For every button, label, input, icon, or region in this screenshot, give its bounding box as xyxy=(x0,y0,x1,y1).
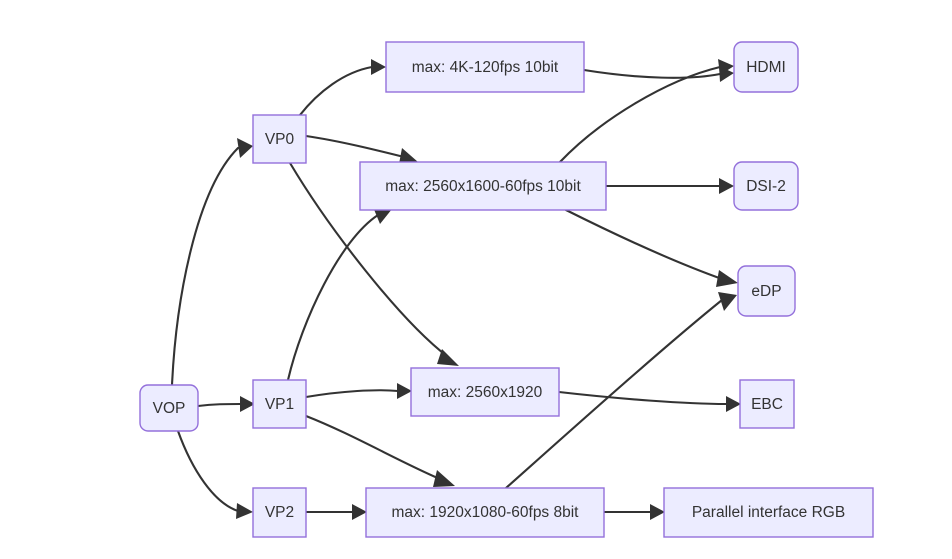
edge-cap2560x1600-hdmi xyxy=(558,59,734,164)
node-max-4k-120fps-10bit-label: max: 4K-120fps 10bit xyxy=(412,59,559,76)
node-hdmi[interactable]: HDMI xyxy=(733,41,799,93)
edge-vp0-cap2560x1600 xyxy=(304,134,418,164)
node-parallel-interface-rgb-label: Parallel interface RGB xyxy=(692,504,845,521)
node-hdmi-label: HDMI xyxy=(746,59,786,76)
node-dsi-2[interactable]: DSI-2 xyxy=(733,161,799,211)
edge-cap1920x1080-edp xyxy=(504,292,737,490)
node-parallel-interface-rgb[interactable]: Parallel interface RGB xyxy=(663,487,874,538)
node-layer: VOP VP0 VP1 VP2 max: 4K-120fps 10bit max… xyxy=(139,41,874,538)
node-vop[interactable]: VOP xyxy=(139,384,199,432)
edge-vp1-cap1920x1080 xyxy=(304,414,455,487)
node-max-1920x1080-60fps-8bit[interactable]: max: 1920x1080-60fps 8bit xyxy=(365,487,605,538)
edge-cap2560x1600-dsi2 xyxy=(604,178,734,194)
edge-layer xyxy=(170,59,741,520)
edge-cap2560x1920-ebc xyxy=(557,390,741,412)
node-max-2560x1920[interactable]: max: 2560x1920 xyxy=(410,367,560,417)
edge-vp0-cap4k xyxy=(298,59,386,117)
node-vp1[interactable]: VP1 xyxy=(252,379,307,429)
node-dsi-2-label: DSI-2 xyxy=(746,178,786,195)
edge-vp1-cap2560x1600 xyxy=(286,207,392,382)
edge-cap2560x1600-edp xyxy=(564,208,738,287)
node-edp[interactable]: eDP xyxy=(737,265,796,317)
edge-vp1-cap2560x1920 xyxy=(304,383,412,399)
node-vp2-label: VP2 xyxy=(265,504,294,521)
edge-vp0-cap2560x1920 xyxy=(288,161,459,366)
edge-vop-vp0 xyxy=(170,138,253,387)
node-max-2560x1600-60fps-10bit-label: max: 2560x1600-60fps 10bit xyxy=(385,178,581,195)
node-max-4k-120fps-10bit[interactable]: max: 4K-120fps 10bit xyxy=(385,41,585,93)
node-vp0[interactable]: VP0 xyxy=(252,114,307,164)
node-ebc-label: EBC xyxy=(751,396,783,413)
edge-vop-vp2 xyxy=(176,429,253,519)
node-ebc[interactable]: EBC xyxy=(739,379,795,429)
node-vop-label: VOP xyxy=(153,400,186,417)
node-max-2560x1920-label: max: 2560x1920 xyxy=(428,384,543,401)
node-vp0-label: VP0 xyxy=(265,131,295,148)
node-vp1-label: VP1 xyxy=(265,396,294,413)
node-edp-label: eDP xyxy=(751,283,781,300)
node-max-1920x1080-60fps-8bit-label: max: 1920x1080-60fps 8bit xyxy=(392,504,580,521)
node-vp2[interactable]: VP2 xyxy=(252,487,307,538)
edge-vop-vp1 xyxy=(196,396,255,412)
node-max-2560x1600-60fps-10bit[interactable]: max: 2560x1600-60fps 10bit xyxy=(359,161,607,211)
edge-vp2-cap1920x1080 xyxy=(304,504,367,520)
edge-cap1920x1080-prgb xyxy=(602,504,665,520)
